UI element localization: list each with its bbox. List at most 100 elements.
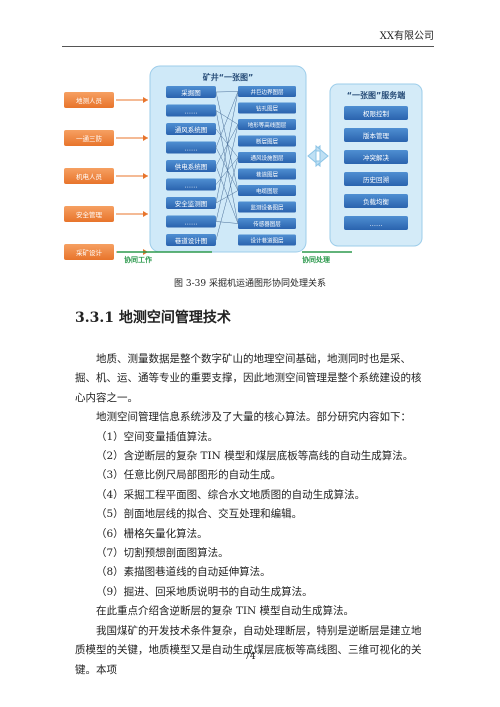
drawing-label: 采掘图 bbox=[181, 88, 201, 97]
layer-label: 设计巷道图层 bbox=[250, 237, 284, 245]
role-label: 安全管理 bbox=[76, 210, 103, 219]
drawing-box: 巷道设计图 bbox=[166, 234, 216, 246]
layer-box: 巷道图层 bbox=[238, 168, 296, 180]
list-item: （3）任意比例尺局部图形的自动生成。 bbox=[96, 469, 282, 482]
figure: 矿井“一张图” “一张图”服务端 地测人员一通三防机电人员安全管理采矿设计 采掘… bbox=[62, 56, 432, 266]
role-box: 地测人员 bbox=[64, 92, 148, 108]
list-item: （9）掘进、回采地质说明书的自动生成算法。 bbox=[96, 585, 313, 598]
section-heading: 3.3.1 地测空间管理技术 bbox=[75, 310, 231, 326]
role-label: 一通三防 bbox=[76, 134, 103, 143]
layer-box: 通风设施图层 bbox=[238, 152, 296, 163]
company-name: XX有限公司 bbox=[379, 31, 434, 42]
paragraph: 在此重点介绍含逆断层的复杂 TIN 模型自动生成算法。 bbox=[96, 605, 355, 618]
connector-line bbox=[215, 110, 239, 125]
arrow-head bbox=[143, 135, 148, 141]
layer-box: 井巨边界图层 bbox=[238, 86, 296, 97]
body-text: 地质、测量数据是整个数字矿山的地理空间基础，地测同时也是采、掘、机、运、通等专业… bbox=[75, 350, 427, 680]
service-label: 权限控制 bbox=[363, 109, 390, 118]
layer-label: 电缆图层 bbox=[256, 187, 279, 195]
connector-line bbox=[215, 124, 239, 222]
paragraph: 我国煤矿的开发技术条件复杂，自动处理断层，特别是逆断层是建立地质模型的关键，地质… bbox=[75, 624, 422, 676]
connector-line bbox=[215, 221, 239, 224]
connector-line bbox=[215, 91, 239, 93]
role-box: 机电人员 bbox=[64, 168, 148, 184]
main-panel-title: 矿井“一张图” bbox=[203, 72, 254, 82]
label-collab-work: 协同工作 bbox=[124, 255, 152, 264]
paragraph: 地测空间管理信息系统涉及了大量的核心算法。部分研究内容如下： bbox=[96, 411, 411, 424]
drawing-box: …… bbox=[166, 178, 216, 191]
page-number: 74 bbox=[244, 652, 256, 662]
layer-label: 巷道图层 bbox=[256, 171, 279, 179]
figure-caption: 图 3-39 采掘机运通图形协同处理关系 bbox=[174, 279, 326, 289]
service-label: 版本管理 bbox=[363, 131, 390, 140]
layer-box: 钻孔图层 bbox=[238, 102, 296, 114]
connector-line bbox=[215, 91, 239, 204]
layer-box: 设计巷道图层 bbox=[238, 234, 296, 246]
layer-label: 传感器图层 bbox=[253, 220, 281, 228]
layer-label: 通风设施图层 bbox=[250, 154, 284, 162]
connector-line bbox=[215, 165, 239, 224]
connector-line bbox=[215, 91, 239, 148]
service-item: 权限控制 bbox=[344, 106, 408, 120]
list-item: （2）含逆断层的复杂 TIN 模型和煤层底板等高线的自动生成算法。 bbox=[96, 450, 414, 463]
layer-label: 钻孔图层 bbox=[256, 105, 279, 113]
drawing-box: …… bbox=[166, 141, 216, 154]
connector-line bbox=[215, 157, 239, 185]
layer-box: 电缆图层 bbox=[238, 185, 296, 196]
list-item: （4）采掘工程平面图、综合水文地质图的自动生成算法。 bbox=[96, 488, 366, 501]
list-item: （1）空间变量插值算法。 bbox=[96, 430, 219, 443]
list-item: （6）栅格矢量化算法。 bbox=[96, 527, 208, 540]
service-item: 历史回溯 bbox=[344, 172, 408, 186]
layer-box: 断层图层 bbox=[238, 135, 296, 147]
drawing-label: …… bbox=[185, 182, 198, 190]
connector-line bbox=[215, 157, 239, 241]
service-item: …… bbox=[344, 216, 408, 230]
service-label: …… bbox=[370, 220, 383, 228]
role-box: 安全管理 bbox=[64, 206, 148, 222]
drawing-box: 供电系统图 bbox=[166, 160, 216, 172]
drawing-label: 供电系统图 bbox=[175, 162, 208, 171]
connector-line bbox=[215, 190, 239, 204]
label-collab-process: 协同处理 bbox=[302, 255, 330, 264]
list-item: （7）切割预想剖面图算法。 bbox=[96, 547, 229, 560]
list-item: （5）剖面地层线的拟合、交互处理和编辑。 bbox=[96, 508, 303, 521]
service-item: 版本管理 bbox=[344, 128, 408, 142]
service-label: 负载均衡 bbox=[363, 197, 390, 206]
connector-line bbox=[215, 91, 239, 191]
paragraph: 地质、测量数据是整个数字矿山的地理空间基础，地测同时也是采、掘、机、运、通等专业… bbox=[75, 353, 422, 404]
layer-label: 地形等高线图层 bbox=[248, 121, 287, 129]
arrow-head bbox=[143, 211, 148, 217]
double-arrow-right bbox=[315, 144, 329, 168]
layer-box: 地形等高线图层 bbox=[238, 119, 296, 130]
connector-line bbox=[215, 128, 239, 158]
role-label: 机电人员 bbox=[76, 172, 103, 181]
role-label: 采矿设计 bbox=[76, 248, 103, 257]
drawing-label: 通风系统图 bbox=[175, 125, 208, 134]
connector-line bbox=[215, 110, 239, 224]
drawing-box: …… bbox=[166, 104, 216, 117]
layer-label: 监测设备图层 bbox=[250, 204, 284, 212]
service-item: 负载均衡 bbox=[344, 194, 408, 208]
arrow-head bbox=[143, 97, 148, 103]
drawing-label: 安全监测图 bbox=[175, 199, 208, 208]
layer-label: 井巨边界图层 bbox=[250, 88, 284, 96]
connector-line bbox=[215, 147, 239, 191]
service-item: 冲突解决 bbox=[344, 150, 408, 164]
arrow-head bbox=[143, 173, 148, 179]
drawing-label: …… bbox=[185, 145, 198, 153]
layer-box: 传感器图层 bbox=[238, 218, 296, 229]
drawing-label: 巷道设计图 bbox=[175, 236, 208, 245]
drawing-box: 安全监测图 bbox=[166, 197, 216, 209]
drawing-label: …… bbox=[185, 219, 198, 227]
service-panel-title: “一张图”服务端 bbox=[347, 90, 406, 100]
service-label: 冲突解决 bbox=[363, 153, 390, 162]
list-item: （8）素描图巷道线的自动延伸算法。 bbox=[96, 566, 271, 579]
role-label: 地测人员 bbox=[76, 96, 103, 105]
service-label: 历史回溯 bbox=[363, 175, 389, 184]
connector-line bbox=[215, 124, 239, 167]
role-box: 一通三防 bbox=[64, 130, 148, 146]
drawing-box: 通风系统图 bbox=[166, 123, 216, 135]
drawing-box: 采掘图 bbox=[166, 86, 216, 98]
drawing-box: …… bbox=[166, 215, 216, 228]
